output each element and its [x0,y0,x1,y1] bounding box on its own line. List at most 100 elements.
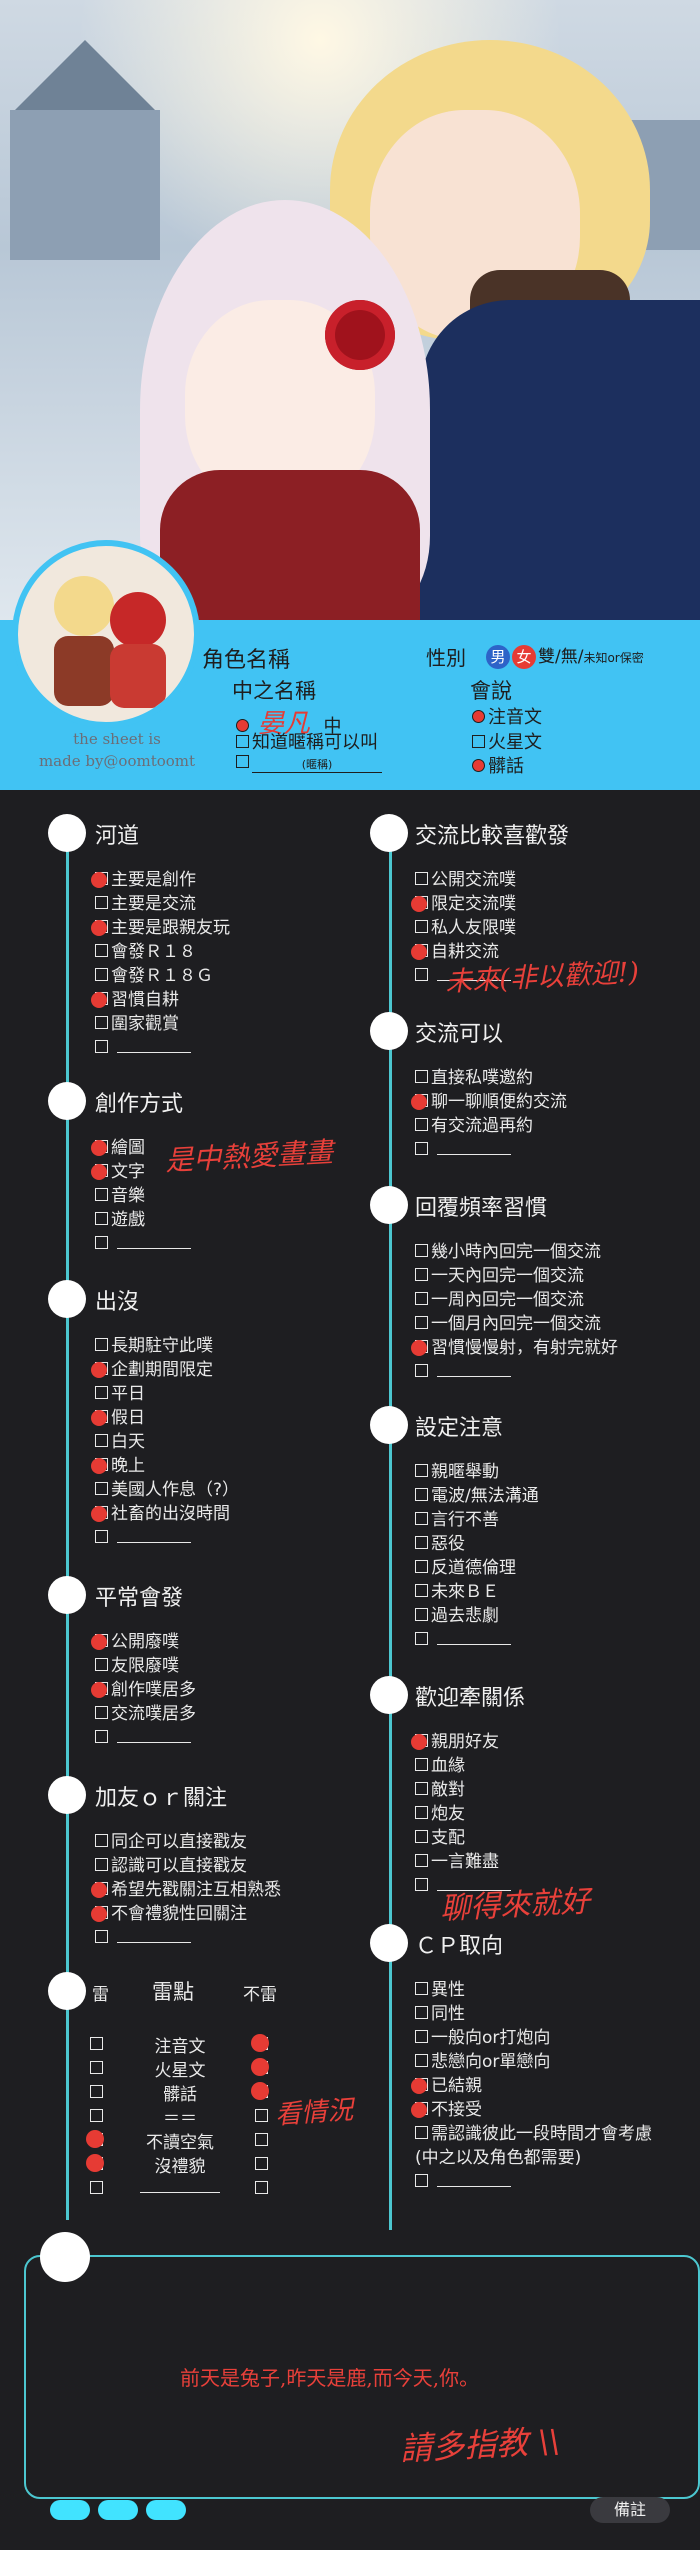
checkbox[interactable] [95,1338,108,1351]
checkbox[interactable] [415,920,428,933]
checklist-item[interactable]: 有交流過再約 [415,1114,567,1138]
checklist-item[interactable]: 言行不善 [415,1508,539,1532]
blank-line[interactable] [117,1926,191,1943]
checkbox[interactable] [415,968,428,981]
blank-line[interactable] [117,1526,191,1543]
nickname-blank[interactable]: (暱稱) [252,756,382,773]
checklist-item[interactable]: 公開交流噗 [415,868,516,892]
taboo-left-checkbox[interactable] [90,2061,103,2074]
checklist-item[interactable]: 主要是交流 [95,892,230,916]
checkbox[interactable] [415,1316,428,1329]
checklist-item[interactable] [415,1138,567,1162]
checkbox[interactable] [95,1482,108,1495]
checkbox[interactable] [415,1632,428,1645]
page-pill-2[interactable] [98,2500,138,2520]
checklist-item[interactable]: 平日 [95,1382,239,1406]
checklist-item[interactable]: 一天內回完一個交流 [415,1264,618,1288]
checkbox[interactable] [95,1834,108,1847]
checklist-item[interactable]: (中之以及角色都需要) [415,2146,652,2170]
blank-line[interactable] [437,1360,511,1377]
checklist-item[interactable]: 電波/無法溝通 [415,1484,539,1508]
checklist-item[interactable] [95,1232,191,1256]
checkbox[interactable] [415,1464,428,1477]
checklist-item[interactable]: 已結親 [411,2074,652,2098]
checkbox[interactable] [415,1758,428,1771]
taboo-right-checkbox[interactable] [255,2181,268,2194]
checklist-item[interactable]: 反道德倫理 [415,1556,539,1580]
checklist-item[interactable]: 惡役 [415,1532,539,1556]
checkbox[interactable] [95,944,108,957]
checkbox[interactable] [415,1782,428,1795]
blank-line[interactable] [437,1874,511,1891]
checkbox[interactable] [95,1658,108,1671]
checkbox[interactable] [415,1118,428,1131]
taboo-right-checkbox[interactable] [255,2157,268,2170]
checklist-item[interactable]: 主要是跟親友玩 [91,916,230,940]
checkbox[interactable] [415,2030,428,2043]
checklist-item[interactable] [95,1036,230,1060]
checklist-item[interactable] [415,964,516,988]
taboo-right-checkbox[interactable] [255,2133,268,2146]
checklist-item[interactable]: 圍家觀賞 [95,1012,230,1036]
checklist-item[interactable]: 血緣 [415,1754,511,1778]
gender-female-bubble[interactable]: 女 [512,645,536,669]
checklist-item[interactable]: 音樂 [95,1184,191,1208]
checklist-item[interactable]: 一般向or打炮向 [415,2026,652,2050]
checklist-item[interactable]: 支配 [415,1826,511,1850]
blank-line[interactable] [437,1628,511,1645]
taboo-left-checkbox[interactable] [90,2109,103,2122]
checkbox[interactable] [95,968,108,981]
checklist-item[interactable] [415,1628,539,1652]
checklist-item[interactable]: 限定交流噗 [411,892,516,916]
checkbox[interactable] [95,1930,108,1943]
checkbox[interactable] [95,896,108,909]
checklist-item[interactable]: 不會禮貌性回關注 [91,1902,281,1926]
checklist-item[interactable]: 不接受 [411,2098,652,2122]
checkbox[interactable] [415,1070,428,1083]
checklist-item[interactable]: 繪圖 [91,1136,191,1160]
checklist-item[interactable]: 會發Ｒ１８Ｇ [95,964,230,988]
checklist-item[interactable]: 同企可以直接戳友 [95,1830,281,1854]
checkbox[interactable] [415,2174,428,2187]
checkbox[interactable] [95,1386,108,1399]
checkbox[interactable] [415,1244,428,1257]
checkbox[interactable] [95,1188,108,1201]
checkbox[interactable] [95,1016,108,1029]
checkbox[interactable] [95,1730,108,1743]
checklist-item[interactable]: 異性 [415,1978,652,2002]
taboo-right-checkbox[interactable] [255,2109,268,2122]
lang-slang-check[interactable] [472,759,485,772]
checkbox[interactable] [415,2006,428,2019]
checklist-item[interactable]: 一言難盡 [415,1850,511,1874]
lang-zh-check[interactable] [472,710,485,723]
taboo-left-checkbox[interactable] [90,2085,103,2098]
checkbox[interactable] [415,872,428,885]
nickname-blank-checkbox[interactable] [236,755,249,768]
checklist-item[interactable]: 文字 [91,1160,191,1184]
checklist-item[interactable]: 社畜的出沒時間 [91,1502,239,1526]
chinese-name-check[interactable] [236,719,249,732]
blank-line[interactable] [437,1138,511,1155]
checklist-item[interactable]: 幾小時內回完一個交流 [415,1240,618,1264]
checklist-item[interactable]: 炮友 [415,1802,511,1826]
page-pill-1[interactable] [50,2500,90,2520]
checklist-item[interactable]: 過去悲劇 [415,1604,539,1628]
checklist-item[interactable]: 遊戲 [95,1208,191,1232]
checkbox[interactable] [95,1858,108,1871]
checklist-item[interactable]: 聊一聊順便約交流 [411,1090,567,1114]
checkbox[interactable] [415,1292,428,1305]
lang-mars-checkbox[interactable] [472,735,485,748]
checklist-item[interactable]: 一周內回完一個交流 [415,1288,618,1312]
checklist-item[interactable]: 私人友限噗 [415,916,516,940]
checkbox[interactable] [415,1142,428,1155]
checkbox[interactable] [95,1040,108,1053]
checkbox[interactable] [415,1806,428,1819]
checkbox[interactable] [95,1212,108,1225]
checklist-item[interactable]: 希望先戳關注互相熟悉 [91,1878,281,1902]
nickname-checkbox[interactable] [236,735,249,748]
checklist-item[interactable]: 直接私噗邀約 [415,1066,567,1090]
checklist-item[interactable] [95,1726,196,1750]
checklist-item[interactable]: 晚上 [91,1454,239,1478]
checklist-item[interactable]: 會發Ｒ１８ [95,940,230,964]
checklist-item[interactable]: 同性 [415,2002,652,2026]
